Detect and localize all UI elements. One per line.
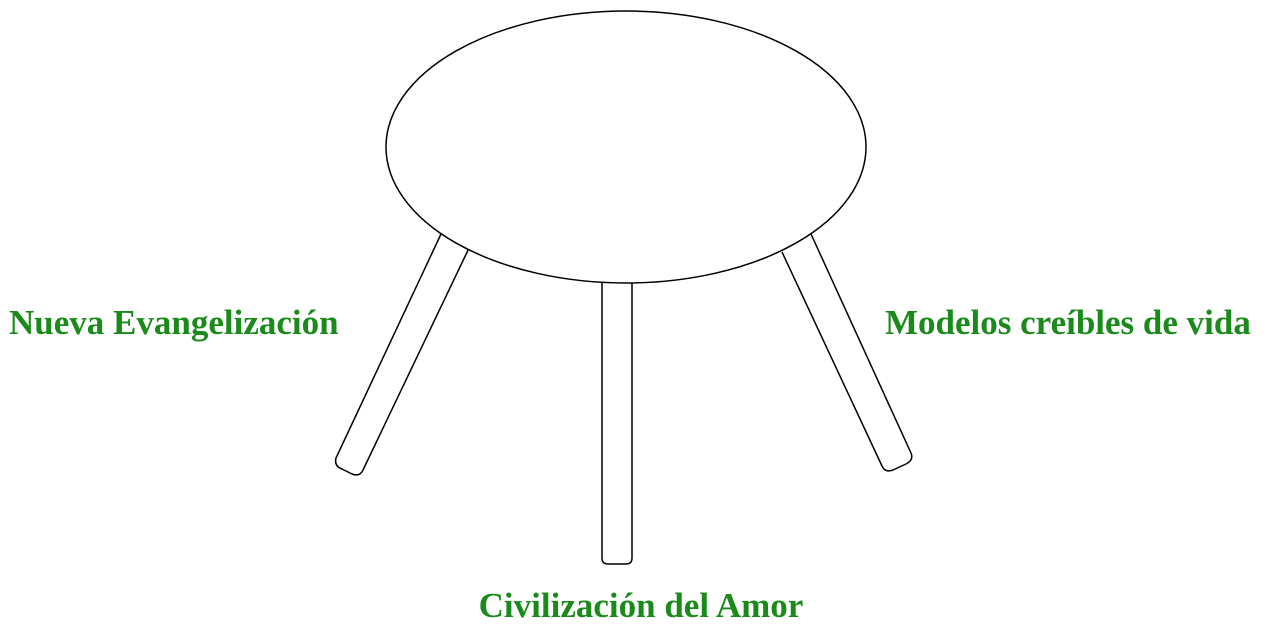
label-modelos-creibles: Modelos creíbles de vida bbox=[885, 303, 1251, 342]
stool-seat bbox=[385, 10, 867, 284]
stool-leg-left bbox=[334, 233, 471, 476]
stool-leg-right bbox=[781, 233, 913, 472]
label-civilizacion-amor: Civilización del Amor bbox=[478, 586, 804, 625]
label-nueva-evangelizacion: Nueva Evangelización bbox=[9, 303, 339, 342]
stool-leg-center bbox=[601, 282, 633, 565]
